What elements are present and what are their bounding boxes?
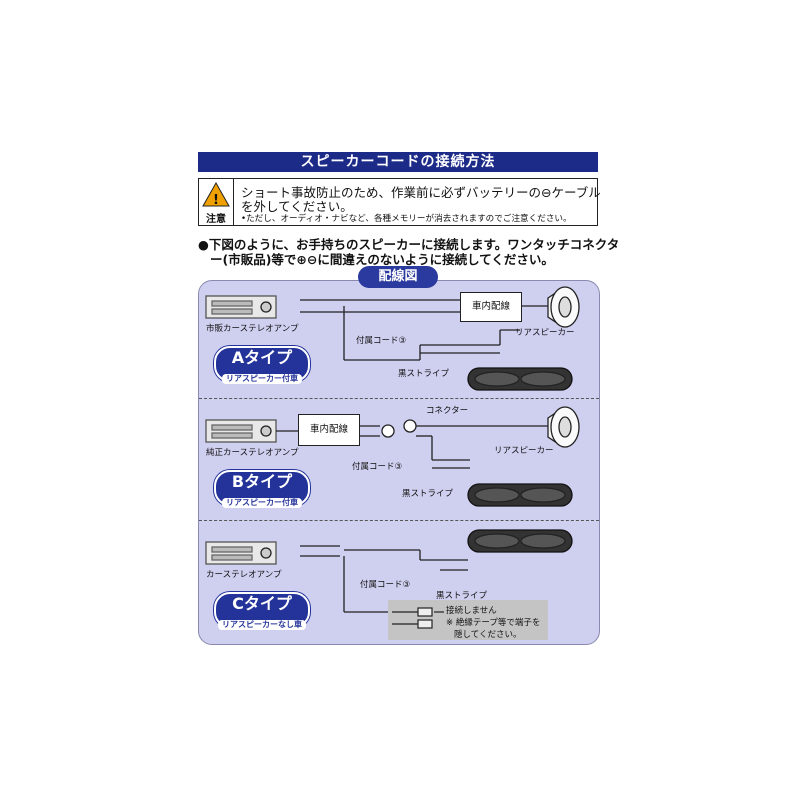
c-stereo-label: カーステレオアンプ	[206, 570, 282, 580]
b-cord-label: 付属コード③	[352, 462, 403, 472]
section-title: スピーカーコードの接続方法	[198, 152, 598, 172]
warning-icon-column: ! 注意	[199, 179, 234, 225]
c-stripe-label: 黒ストライプ	[436, 591, 488, 601]
a-rear-speaker-label: リアスピーカー	[515, 328, 575, 338]
warning-text-line1: ショート事故防止のため、作業前に必ずバッテリーの⊖ケーブル	[241, 185, 601, 200]
b-connector-label: コネクター	[426, 406, 469, 416]
c-type-subtitle: リアスピーカーなし車	[218, 620, 306, 630]
b-type-subtitle: リアスピーカー付車	[222, 498, 302, 508]
warning-box: ! 注意 ショート事故防止のため、作業前に必ずバッテリーの⊖ケーブル を外してく…	[198, 178, 601, 226]
c-no-connect-box: 接続しません ※ 絶縁テープ等で端子を 隠してください。	[388, 600, 548, 640]
a-type-subtitle: リアスピーカー付車	[222, 374, 302, 384]
intro-line2: ー(市販品)等で⊕⊖に間違えのないように接続してください。	[210, 252, 554, 267]
b-stereo-label: 純正カーステレオアンプ	[206, 448, 299, 458]
c-terminal-icon	[392, 607, 444, 629]
wiring-diagram-panel	[198, 280, 600, 645]
c-type-badge: Cタイプ リアスピーカーなし車	[214, 592, 310, 630]
a-cord-label: 付属コード③	[356, 336, 407, 346]
b-rear-speaker-label: リアスピーカー	[494, 446, 554, 456]
b-car-wiring-box: 車内配線	[298, 414, 360, 446]
b-type-title: Bタイプ	[231, 472, 293, 491]
c-type-title: Cタイプ	[232, 594, 292, 613]
a-type-title: Aタイプ	[231, 348, 293, 367]
section-divider-ab	[199, 398, 599, 399]
c-cord-label: 付属コード③	[360, 580, 411, 590]
svg-text:!: !	[213, 193, 219, 208]
a-stereo-label: 市販カーステレオアンプ	[206, 324, 299, 334]
section-divider-bc	[199, 520, 599, 521]
a-type-badge: Aタイプ リアスピーカー付車	[214, 346, 310, 384]
c-no-connect-label: 接続しません	[446, 606, 497, 616]
b-stripe-label: 黒ストライプ	[402, 489, 454, 499]
warning-triangle-icon: !	[202, 181, 230, 208]
intro-line1: ●下図のように、お手持ちのスピーカーに接続します。ワンタッチコネクタ	[198, 237, 620, 252]
b-type-badge: Bタイプ リアスピーカー付車	[214, 470, 310, 508]
diagram-title: 配線図	[358, 266, 438, 288]
warning-note: •ただし、オーディオ・ナビなど、各種メモリーが消去されますのでご注意ください。	[241, 214, 572, 224]
a-car-wiring-box: 車内配線	[460, 292, 522, 322]
c-insulate-line2: 隠してください。	[454, 630, 522, 640]
warning-label: 注意	[206, 214, 226, 225]
warning-text-line2: を外してください。	[241, 199, 353, 214]
a-stripe-label: 黒ストライプ	[398, 369, 450, 379]
c-insulate-line1: ※ 絶縁テープ等で端子を	[446, 618, 541, 628]
